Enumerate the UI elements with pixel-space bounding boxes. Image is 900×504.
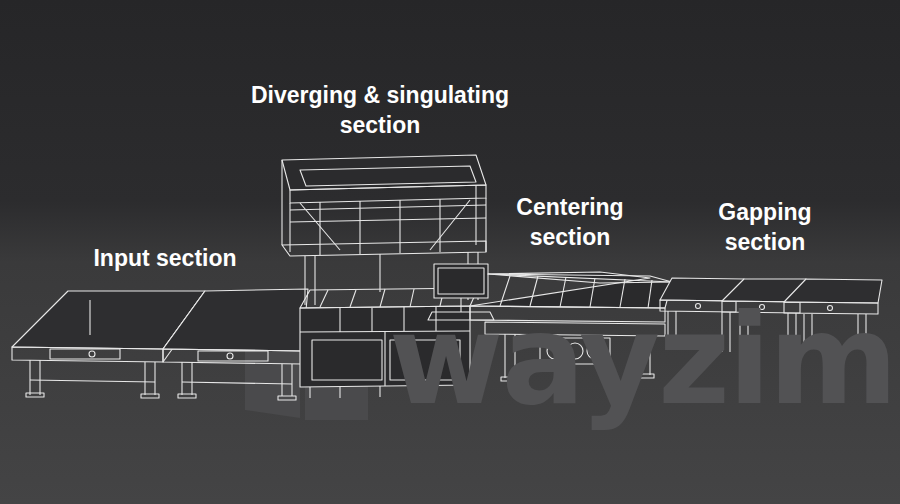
section-label: Centering section <box>490 192 650 252</box>
section-label: Diverging & singulating section <box>215 80 545 140</box>
section-label: Input section <box>60 243 270 273</box>
section-label: Gapping section <box>690 197 840 257</box>
watermark: wayzim <box>389 298 896 422</box>
